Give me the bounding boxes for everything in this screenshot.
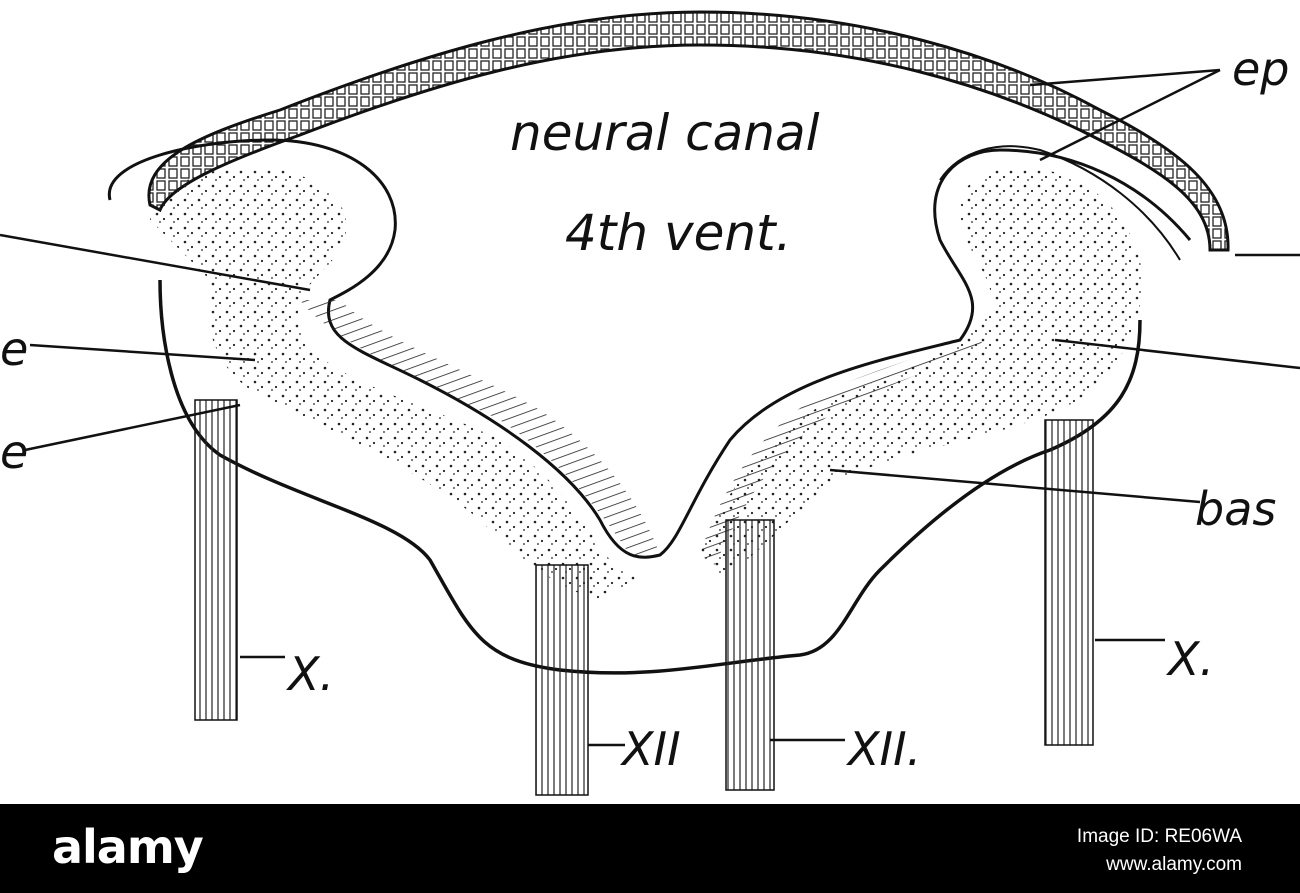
label-e-lower: e: [0, 425, 28, 479]
medulla-outline: [158, 279, 1142, 675]
label-ep: ep: [1232, 42, 1290, 96]
left-alar-lobe: [107, 138, 1192, 600]
brand-logo: alamy: [52, 820, 204, 874]
hypoglossal-root-right: [725, 519, 775, 791]
label-bas: bas: [1195, 482, 1276, 536]
site-url: www.alamy.com: [1106, 854, 1242, 875]
vagus-root-left: [194, 399, 238, 721]
diagram-canvas: neural canal 4th vent. ep bas e e X. X. …: [0, 10, 1300, 796]
label-e-upper: e: [0, 322, 28, 376]
image-id: Image ID: RE06WA: [1076, 826, 1242, 847]
neural-tube-illustration: neural canal 4th vent. ep bas e e X. X. …: [0, 10, 1300, 796]
roof-plate: [147, 10, 1230, 252]
label-x-right: X.: [1166, 632, 1214, 686]
hypoglossal-root-left: [535, 564, 589, 796]
label-xii-right: XII.: [846, 722, 921, 776]
label-xii-left: XII: [620, 722, 681, 776]
label-x-left: X.: [286, 647, 334, 701]
vagus-root-right: [1044, 419, 1094, 746]
center-label-line2: 4th vent.: [565, 204, 792, 262]
nerve-roots: [194, 399, 1094, 796]
watermark-footer: alamy Image ID: RE06WA www.alamy.com: [0, 804, 1300, 893]
right-alar-lobe: [700, 145, 1181, 575]
center-label-line1: neural canal: [510, 104, 820, 162]
leader-lines: [0, 68, 1300, 747]
